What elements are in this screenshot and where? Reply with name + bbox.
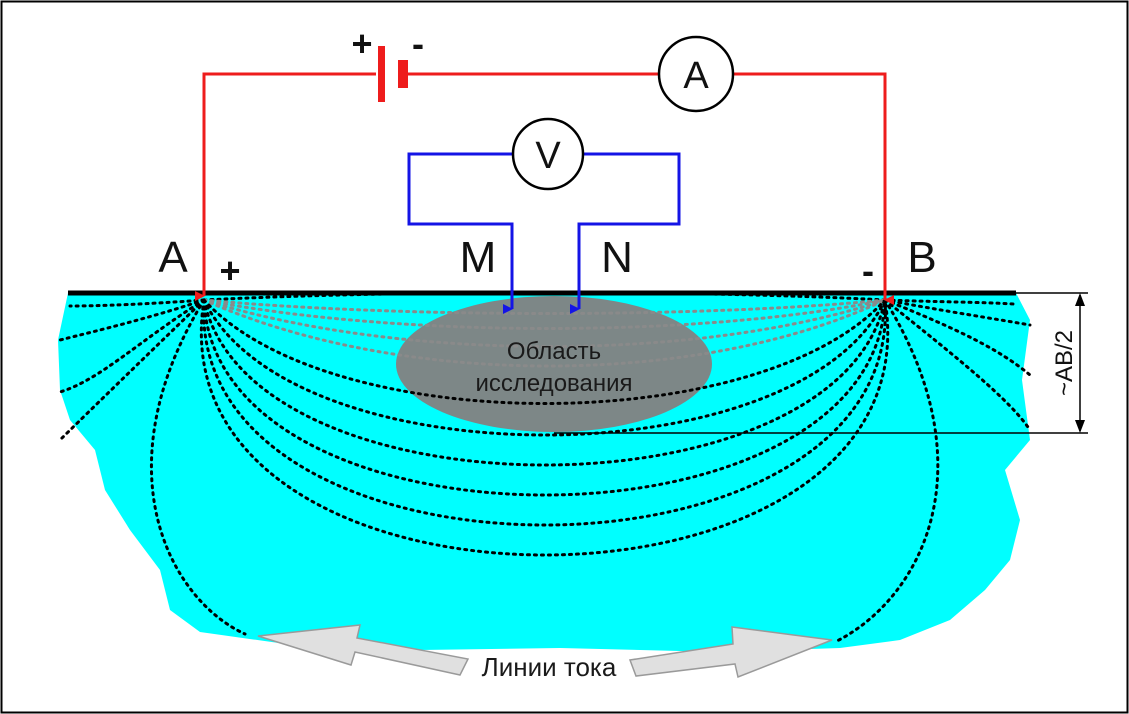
- study-region: [396, 296, 712, 432]
- electrode-a-sign: +: [219, 250, 240, 291]
- electrode-b-sign: -: [862, 250, 874, 291]
- battery-plus-sign: +: [351, 23, 372, 64]
- depth-dimension: [554, 292, 1088, 434]
- current-circuit: [195, 46, 894, 305]
- current-field-lines: [58, 291, 1032, 644]
- electrode-a-label: A: [158, 233, 188, 282]
- ammeter-icon: [657, 35, 735, 113]
- voltmeter-icon: [511, 117, 585, 191]
- study-region-line2: исследования: [475, 370, 632, 397]
- electrode-m-label: M: [460, 233, 497, 282]
- right-pointer-arrow: [628, 626, 833, 679]
- current-lines-pointers: [257, 624, 833, 679]
- study-region-line1: Область: [507, 338, 601, 365]
- ground-body: [58, 293, 1030, 652]
- ammeter-symbol: A: [683, 55, 709, 97]
- electrode-b-label: B: [907, 233, 936, 282]
- battery-long-plate: [378, 46, 385, 102]
- left-pointer-arrow: [257, 624, 470, 676]
- battery-short-plate: [398, 60, 408, 88]
- depth-label: ~AB/2: [1051, 330, 1078, 396]
- current-lines-caption: Линии тока: [482, 652, 617, 682]
- electrode-n-label: N: [601, 233, 633, 282]
- battery-minus-sign: -: [412, 23, 424, 64]
- voltage-circuit: [407, 152, 681, 314]
- voltmeter-symbol: V: [535, 135, 561, 177]
